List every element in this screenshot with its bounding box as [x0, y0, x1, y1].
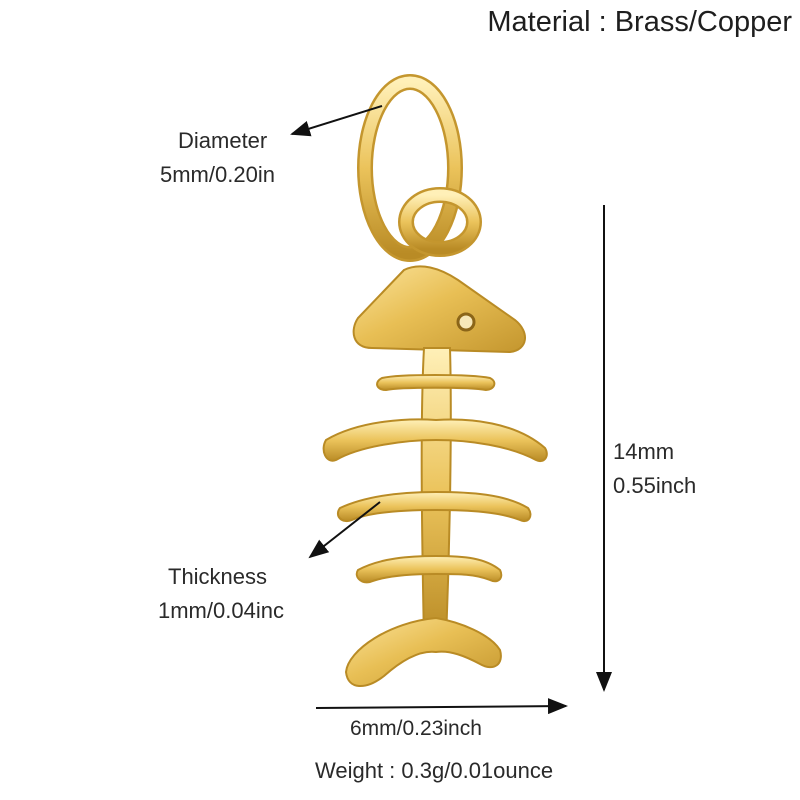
thickness-value: 1mm/0.04inc	[158, 598, 284, 623]
material-label: Material : Brass/Copper	[487, 6, 792, 38]
rib-2	[322, 418, 548, 462]
weight-label: Weight : 0.3g/0.01ounce	[315, 758, 554, 783]
tail-fin	[344, 616, 502, 687]
fish-eye	[456, 312, 476, 332]
jump-ring	[357, 74, 463, 262]
fish-head	[352, 265, 526, 354]
length-mm: 14mm	[613, 439, 675, 464]
fish-bone-charm	[322, 265, 548, 687]
rib-3	[336, 490, 532, 522]
bail-loop	[398, 187, 482, 257]
rib-4	[355, 554, 503, 584]
diameter-arrow	[290, 105, 383, 137]
length-inch: 0.55inch	[613, 473, 697, 498]
rib-1	[376, 374, 496, 392]
diameter-title: Diameter	[178, 128, 268, 153]
thickness-arrow	[308, 501, 381, 559]
thickness-title: Thickness	[168, 564, 268, 589]
diameter-value: 5mm/0.20in	[160, 162, 275, 187]
width-arrow	[315, 698, 568, 715]
width-value: 6mm/0.23inch	[350, 717, 482, 740]
